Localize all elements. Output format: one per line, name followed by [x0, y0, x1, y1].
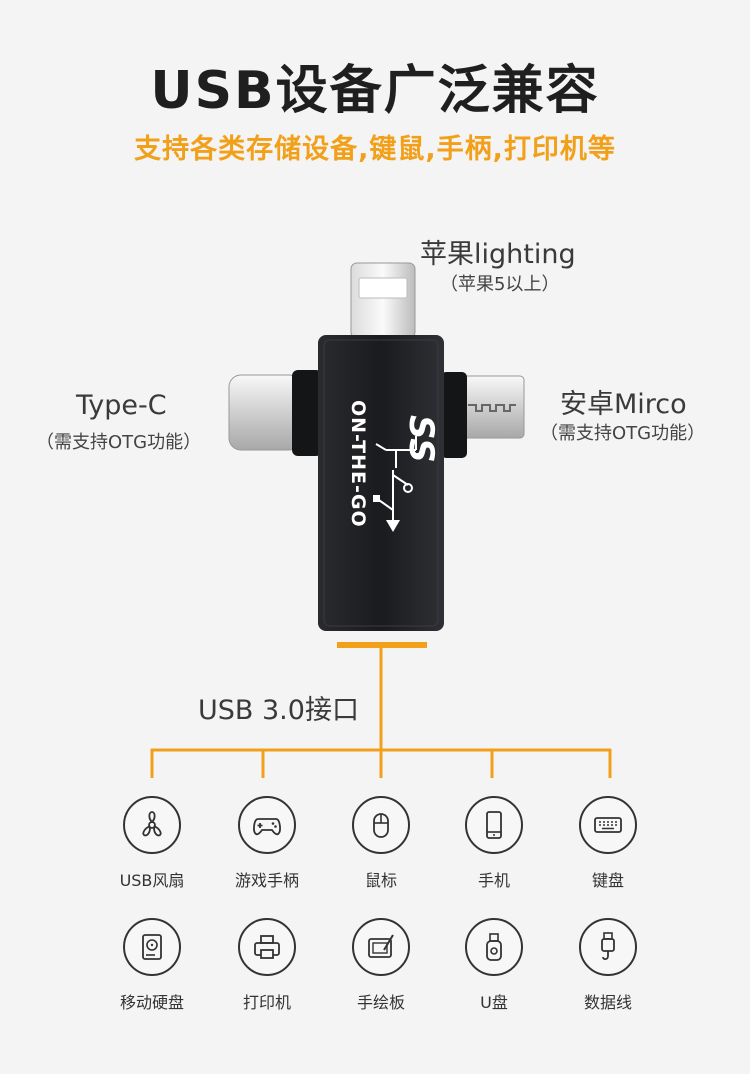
usb-flash-drive-icon [486, 933, 502, 961]
device-printer: 打印机 [207, 918, 327, 1013]
page-title: USB设备广泛兼容 [150, 61, 600, 121]
connection-tree [150, 648, 612, 778]
typec-note: （需支持OTG功能） [36, 432, 202, 453]
on-the-go-print: ON-THE-GO [347, 400, 369, 528]
data-cable-icon [601, 932, 615, 961]
mouse-icon [373, 813, 389, 838]
gamepad-icon [253, 818, 281, 836]
printer-icon [254, 935, 280, 959]
lightning-note: （苹果5以上） [440, 274, 560, 295]
typec-label: Type-C [76, 390, 167, 421]
device-phone: 手机 [434, 796, 554, 891]
device-mouse: 鼠标 [321, 796, 441, 891]
usb-label: USB 3.0接口 [198, 695, 359, 726]
device-usb-flash-drive: U盘 [434, 918, 554, 1013]
micro-note: （需支持OTG功能） [540, 423, 706, 444]
hard-drive-icon [142, 934, 162, 960]
device-drawing-tablet: 手绘板 [321, 918, 441, 1013]
device-usb-fan: USB风扇 [92, 796, 212, 891]
micro-label: 安卓Mirco [560, 389, 687, 420]
ss-logo: SS [401, 415, 441, 463]
device-keyboard: 键盘 [548, 796, 668, 891]
page-subtitle: 支持各类存储设备,键鼠,手柄,打印机等 [134, 134, 616, 165]
fan-icon [142, 811, 162, 837]
device-gamepad: 游戏手柄 [207, 796, 327, 891]
phone-icon [486, 811, 502, 839]
device-hard-drive: 移动硬盘 [92, 918, 212, 1013]
device-data-cable: 数据线 [548, 918, 668, 1013]
keyboard-icon [594, 817, 622, 833]
otg-adapter-illustration: SS ON-THE-GO [228, 262, 525, 648]
drawing-tablet-icon [368, 934, 394, 958]
lightning-label: 苹果lighting [420, 239, 576, 270]
